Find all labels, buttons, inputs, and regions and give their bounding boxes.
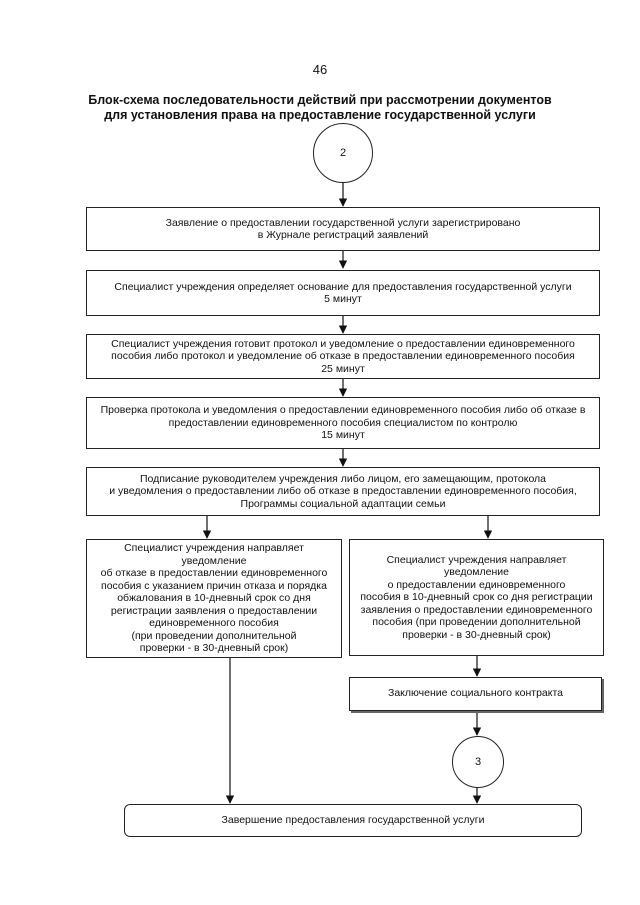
step-line: обжалования в 10-дневный срок со дня (117, 592, 311, 605)
step-protocol: Специалист учреждения готовит протокол и… (86, 334, 600, 379)
step-line: 25 минут (321, 362, 365, 375)
step-signing: Подписание руководителем учреждения либо… (86, 467, 600, 516)
step-line: Специалист учреждения определяет основан… (114, 280, 572, 293)
step-line: Специалист учреждения направляет уведомл… (386, 553, 567, 579)
step-line: 5 минут (324, 293, 362, 305)
connector-circle-bottom: 3 (452, 736, 504, 788)
step-line: 15 минут (321, 429, 365, 442)
step-line: Специалист учреждения направляет уведомл… (124, 542, 304, 567)
title-line: для установления права на предоставление… (104, 108, 536, 122)
step-line: Заключение социального контракта (388, 687, 563, 699)
step-line: Завершение предоставления государственно… (221, 814, 485, 827)
step-contract: Заключение социального контракта (349, 677, 602, 711)
step-line: предоставлении единовременного пособия с… (168, 416, 518, 429)
step-line: единовременного пособия (149, 617, 279, 630)
step-line: (при проведении дополнительной (131, 629, 297, 642)
step-line: в Журнале регистраций заявлений (257, 229, 429, 241)
step-line: пособия либо протокол и уведомление об о… (111, 350, 575, 363)
diagram-title: Блок-схема последовательности действий п… (60, 93, 580, 123)
step-line: о предоставлении единовременного (387, 578, 566, 591)
step-line: Подписание руководителем учреждения либо… (139, 472, 547, 485)
step-line: Специалист учреждения готовит протокол и… (111, 337, 575, 350)
step-line: Заявление о предоставлении государственн… (165, 216, 521, 229)
step-line: об отказе в предоставлении единовременно… (100, 567, 328, 580)
step-line: проверки - в 30-дневный срок) (139, 642, 289, 655)
step-registered: Заявление о предоставлении государственн… (86, 207, 600, 251)
step-line: Проверка протокола и уведомления о предо… (100, 404, 586, 417)
step-approval: Специалист учреждения направляет уведомл… (349, 539, 604, 656)
step-line: и уведомления о предоставлении либо об о… (109, 485, 577, 498)
step-line: пособия в 10-дневный срок со дня регистр… (360, 591, 593, 604)
step-line: пособия (при проведении дополнительной (372, 616, 581, 629)
step-completion: Завершение предоставления государственно… (124, 804, 582, 837)
page-number: 46 (312, 62, 328, 77)
step-line: Программы социальной адаптации семьи (240, 497, 446, 510)
step-line: регистрации заявления о предоставлении (110, 604, 318, 617)
step-basis: Специалист учреждения определяет основан… (86, 270, 600, 316)
step-line: заявления о предоставлении единовременно… (360, 603, 593, 616)
step-line: пособия с указанием причин отказа и поря… (101, 579, 327, 592)
step-check: Проверка протокола и уведомления о предо… (86, 397, 600, 449)
step-refusal: Специалист учреждения направляет уведомл… (86, 539, 342, 658)
step-line: проверки - в 30-дневный срок) (402, 628, 551, 641)
title-line: Блок-схема последовательности действий п… (88, 93, 552, 107)
connector-circle-top: 2 (313, 123, 373, 183)
